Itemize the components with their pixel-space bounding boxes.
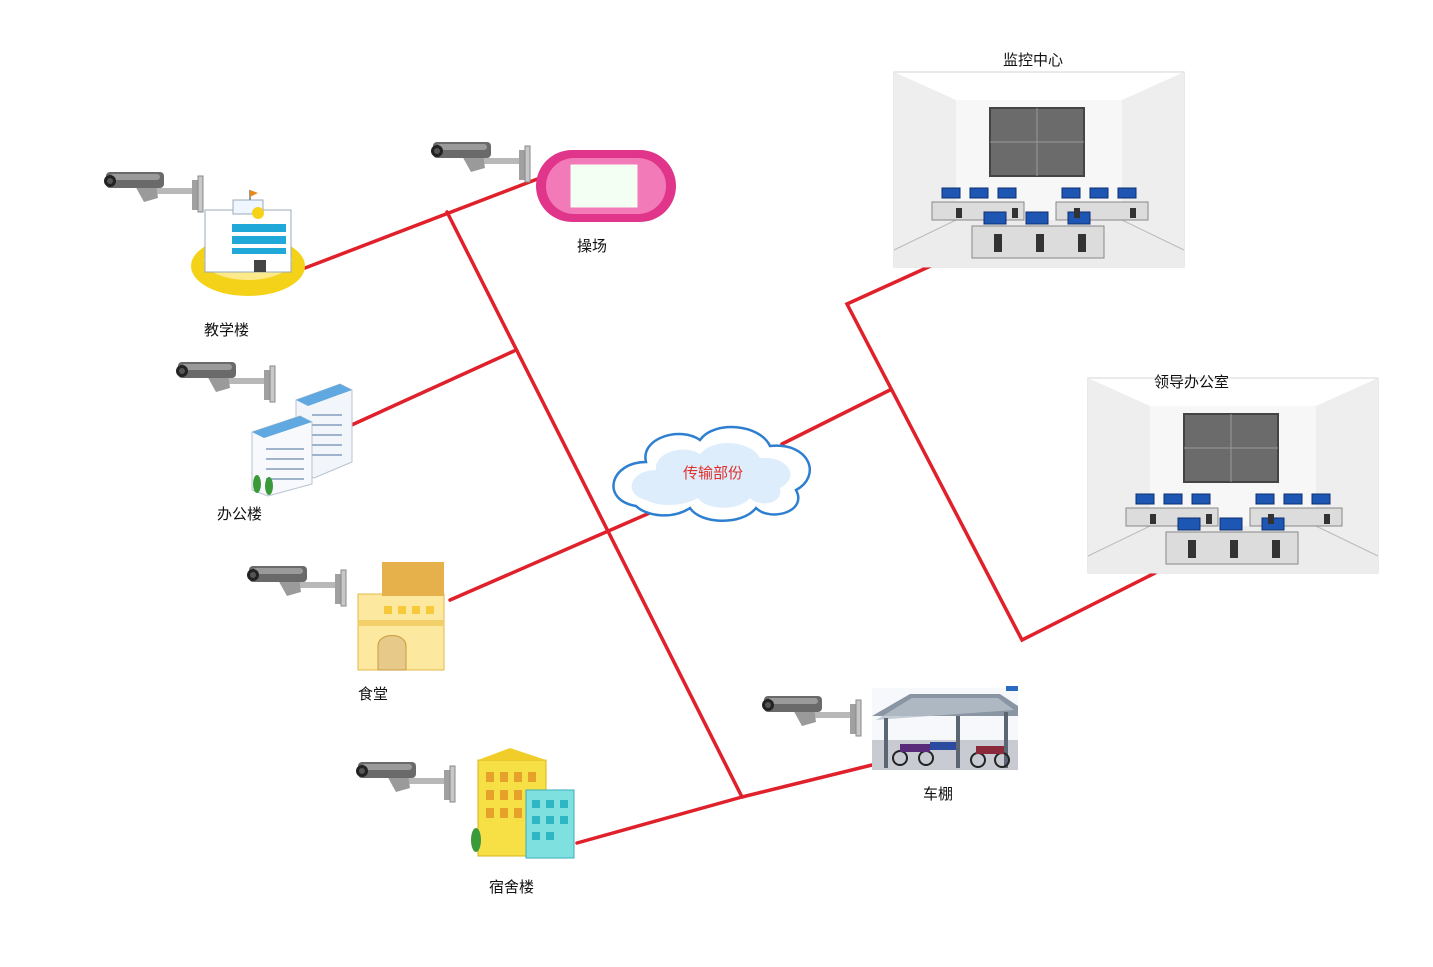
control-room-icon (893, 71, 1185, 268)
cctv-camera-icon (175, 361, 276, 403)
label-playground: 操场 (577, 237, 608, 255)
label-dormitory: 宿舍楼 (489, 878, 535, 896)
label-office-building: 办公楼 (217, 505, 263, 523)
label-transmission: 传输部份 (683, 464, 744, 482)
control-room-icon (1087, 377, 1379, 574)
label-leader-office: 领导办公室 (1154, 373, 1230, 391)
cctv-camera-icon (103, 171, 204, 213)
cloud-icon (612, 425, 812, 522)
school-building-icon (191, 190, 305, 296)
label-canteen: 食堂 (358, 685, 389, 703)
cctv-camera-icon (761, 695, 862, 737)
label-bike-shed: 车棚 (923, 785, 954, 803)
running-track-icon (536, 150, 676, 222)
dormitory-icon (471, 748, 575, 859)
cctv-camera-icon (430, 141, 531, 183)
label-monitoring-center: 监控中心 (1003, 51, 1064, 69)
bike-shed-icon (872, 686, 1018, 770)
cctv-camera-icon (246, 565, 347, 607)
label-teaching-building: 教学楼 (204, 321, 250, 339)
cctv-camera-icon (355, 761, 456, 803)
network-links (303, 176, 1157, 845)
office-tower-icon (251, 383, 353, 497)
canteen-icon (357, 562, 445, 671)
